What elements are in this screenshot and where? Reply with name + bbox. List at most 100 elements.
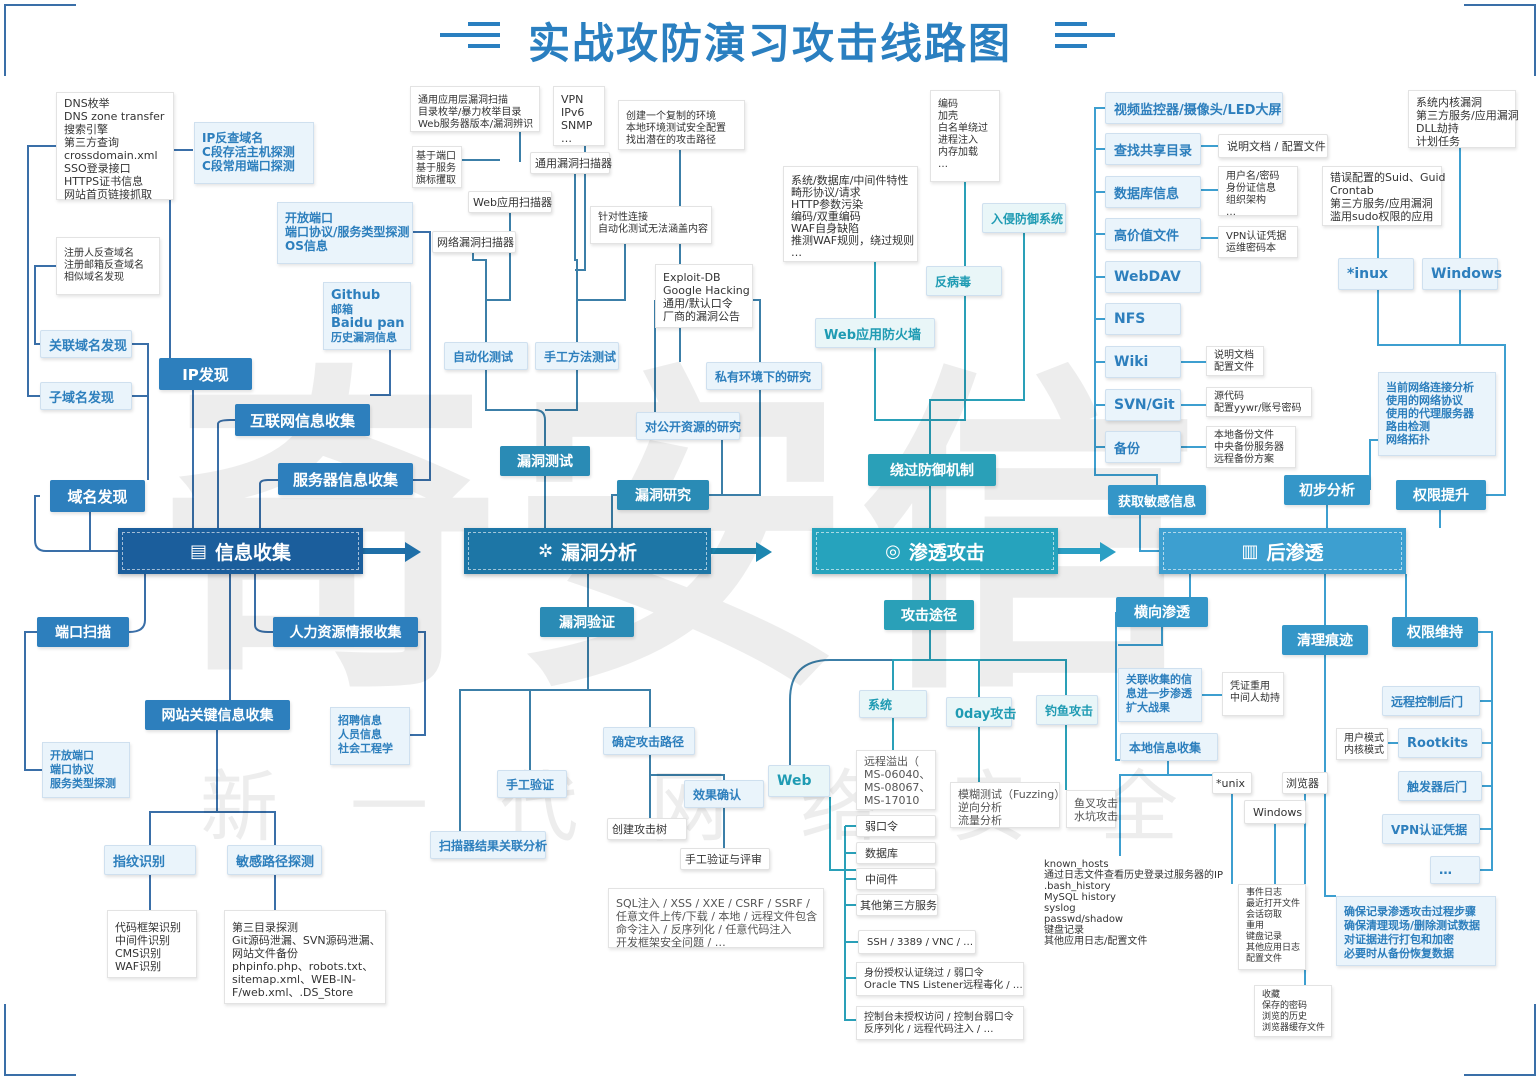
trigger-backdoor-node: 触发器后门 bbox=[1398, 771, 1482, 801]
frame-corner-top-right bbox=[1464, 4, 1536, 76]
connector-line bbox=[1095, 318, 1105, 448]
phishing-node: 钓鱼攻击 bbox=[1036, 695, 1098, 725]
connector-line bbox=[132, 343, 149, 480]
targeted-detail: 针对性连接自动化测试无法涵盖内容 bbox=[590, 206, 712, 244]
sensitive-info-node: 获取敏感信息 bbox=[1108, 485, 1206, 515]
unix-node: *unix bbox=[1212, 772, 1252, 794]
connector-line bbox=[1377, 290, 1460, 346]
windows-artifacts-list: 事件日志最近打开文件会话窃取重用键盘记录其他应用日志配置文件 bbox=[1238, 884, 1306, 970]
auto-test-node: 自动化测试 bbox=[444, 342, 528, 370]
title-decoration-right bbox=[1055, 22, 1115, 48]
persistence-node: 权限维持 bbox=[1392, 617, 1478, 647]
connector-line bbox=[1324, 655, 1336, 897]
connector-line bbox=[1094, 107, 1158, 485]
vuln-verify-node: 漏洞验证 bbox=[540, 607, 634, 637]
webdav-node: WebDAV bbox=[1105, 261, 1201, 293]
vpn-credential-node: VPN认证凭据 bbox=[1382, 814, 1480, 844]
connector-line bbox=[1201, 145, 1218, 239]
fingerprint-node: 指纹识别 bbox=[104, 845, 196, 875]
reverse-lookup-list: 注册人反查域名注册邮箱反查域名相似域名发现 bbox=[56, 237, 160, 295]
connector-line bbox=[89, 512, 118, 552]
connector-line bbox=[34, 265, 56, 345]
browser-node: 浏览器 bbox=[1282, 772, 1328, 794]
video-surveillance-node: 视频监控器/摄像头/LED大屏 bbox=[1105, 92, 1283, 124]
connector-line bbox=[930, 659, 1067, 695]
confirm-path-node: 确定攻击路径 bbox=[603, 727, 695, 755]
connector-line bbox=[929, 233, 1025, 420]
connector-line bbox=[1459, 290, 1506, 496]
antivirus-node: 反病毒 bbox=[926, 266, 1002, 296]
hub-info-gathering: ▤信息收集 bbox=[118, 528, 363, 574]
connector-line bbox=[1478, 631, 1493, 871]
frame-corner-bottom-left bbox=[4, 1004, 76, 1076]
port-scan-detail: 开放端口端口协议服务类型探测 bbox=[42, 742, 130, 798]
third-party-node: 其他第三方服务 bbox=[856, 894, 938, 916]
clean-traces-detail: 确保记录渗透攻击过程步骤确保清理现场/删除测试数据对证据进行打包和加密必要时从备… bbox=[1336, 896, 1496, 966]
wiki-detail: 说明文档配置文件 bbox=[1206, 346, 1264, 376]
cred-info-detail: 关联收集的信息进一步渗透扩大战果 bbox=[1118, 668, 1202, 722]
private-research-node: 私有环境下的研究 bbox=[706, 362, 822, 390]
subdomain-node: 子域名发现 bbox=[40, 382, 132, 410]
backup-node: 备份 bbox=[1105, 431, 1181, 463]
hub-post-exploitation: ▥后渗透 bbox=[1159, 528, 1406, 574]
connector-line bbox=[24, 631, 42, 771]
windows-node: Windows bbox=[1422, 258, 1502, 290]
more-node: … bbox=[1430, 856, 1480, 884]
connector-line bbox=[845, 852, 856, 906]
bypass-defense-node: 绕过防御机制 bbox=[868, 454, 996, 486]
remote-backdoor-node: 远程控制后门 bbox=[1382, 686, 1480, 716]
manual-verify-node: 手工验证 bbox=[497, 770, 567, 798]
env-detail: 创建一个复制的环境本地环境测试安全配置找出潜在的攻击路径 bbox=[618, 100, 745, 150]
svn-detail: 源代码配置yywr/账号密码 bbox=[1206, 387, 1312, 417]
create-tree-node: 创建攻击树 bbox=[607, 818, 687, 840]
connector-line bbox=[874, 348, 931, 454]
chart-icon: ▥ bbox=[1241, 540, 1259, 562]
privilege-escalation-node: 权限提升 bbox=[1396, 480, 1486, 510]
connector-line bbox=[149, 730, 218, 845]
web-node: Web bbox=[768, 765, 830, 797]
connector-line bbox=[1095, 148, 1105, 278]
public-research-node: 对公开资源的研究 bbox=[636, 412, 741, 440]
connector-line bbox=[588, 689, 651, 727]
svn-git-node: SVN/Git bbox=[1105, 389, 1181, 421]
manual-test-node: 手工方法测试 bbox=[535, 342, 619, 370]
connector-line bbox=[217, 419, 235, 528]
connector-line bbox=[892, 630, 931, 690]
connector-line bbox=[410, 631, 426, 736]
backup-detail: 本地备份文件中央备份服务器远程备份方案 bbox=[1206, 426, 1296, 468]
hr-detail: 招聘信息人员信息社会工程学 bbox=[330, 707, 410, 765]
ids-node: 入侵防御系统 bbox=[982, 203, 1066, 233]
connector-line bbox=[413, 231, 431, 481]
middleware-attack-list: 控制台未授权访问 / 控制台弱口令反序列化 / 远程代码注入 / … bbox=[856, 1006, 1024, 1040]
system-node: 系统 bbox=[859, 690, 927, 718]
frame-corner-top-left bbox=[4, 4, 76, 76]
valuable-files-detail: VPN认证凭据运维密码本 bbox=[1218, 226, 1298, 258]
connector-line bbox=[1369, 439, 1378, 490]
port-service-list: 基于端口基于服务旗标攫取 bbox=[412, 146, 462, 188]
lateral-movement-node: 横向渗透 bbox=[1116, 597, 1208, 627]
vuln-research-node: 漏洞研究 bbox=[617, 480, 709, 510]
connector-line bbox=[529, 689, 588, 770]
connector-line bbox=[829, 797, 856, 871]
connector-line bbox=[845, 941, 858, 979]
share-dir-node: 查找共享目录 bbox=[1105, 133, 1201, 165]
connector-line bbox=[709, 390, 761, 496]
port-scan-node: 端口扫描 bbox=[37, 617, 129, 647]
ip-discovery-node: IP发现 bbox=[159, 358, 252, 390]
scanner-analysis-node: 扫描器结果关联分析 bbox=[430, 831, 547, 859]
domain-discovery-node: 域名发现 bbox=[50, 480, 145, 512]
connector-line bbox=[1480, 700, 1492, 830]
network-scanner-node: 网络漏洞扫描器 bbox=[432, 231, 516, 253]
mode-detail: 用户模式内核模式 bbox=[1336, 728, 1388, 760]
windows-small-node: Windows bbox=[1244, 800, 1306, 824]
spear-attack-list: 鱼叉攻击水坑攻击 bbox=[1066, 790, 1118, 828]
web-vuln-types: SQL注入 / XSS / XXE / CSRF / SSRF /任意文件上传/… bbox=[608, 888, 824, 949]
